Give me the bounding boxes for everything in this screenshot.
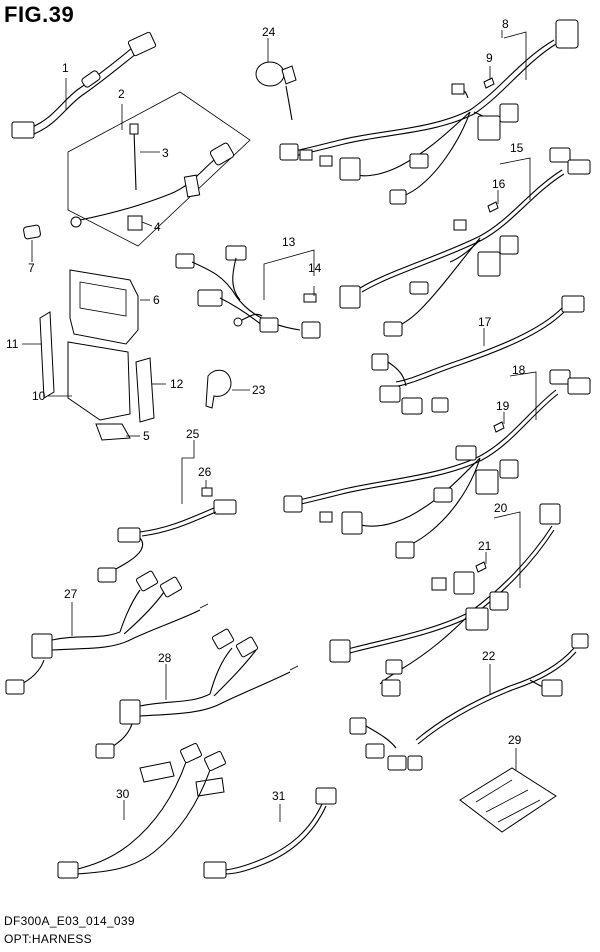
part-9-screw[interactable] (483, 77, 495, 89)
part-8-harness[interactable] (279, 19, 579, 205)
part-21-screw[interactable] (475, 561, 487, 573)
callout-5: 5 (143, 429, 150, 443)
callout-10: 10 (32, 389, 46, 403)
callout-9: 9 (486, 51, 493, 65)
part-5-pad[interactable] (95, 423, 131, 441)
callout-4: 4 (154, 220, 161, 234)
part-6-cover[interactable] (69, 269, 139, 345)
part-2-ground-lead[interactable] (70, 142, 235, 228)
part-15-harness[interactable] (339, 147, 591, 337)
callout-13: 13 (282, 235, 296, 249)
part-7-cap[interactable] (23, 224, 41, 240)
part-31-harness[interactable] (203, 787, 337, 879)
callout-3: 3 (162, 146, 169, 160)
callout-6: 6 (153, 293, 160, 307)
callout-26: 26 (198, 465, 212, 479)
callout-19: 19 (496, 399, 510, 413)
callout-2: 2 (118, 87, 125, 101)
part-26-clip[interactable] (201, 487, 213, 497)
part-19-screw[interactable] (493, 421, 505, 433)
callout-12: 12 (170, 377, 184, 391)
figure-code: DF300A_E03_014_039 (4, 914, 135, 928)
part-11-bracket[interactable] (39, 311, 55, 399)
callout-14: 14 (308, 261, 322, 275)
callout-8: 8 (502, 17, 509, 31)
callout-16: 16 (492, 177, 506, 191)
part-3-band-tie[interactable] (129, 123, 139, 191)
part-10-module[interactable] (67, 341, 131, 421)
callout-23: 23 (252, 383, 266, 397)
part-20-harness[interactable] (329, 503, 561, 697)
callout-28: 28 (158, 651, 172, 665)
callout-22: 22 (482, 649, 496, 663)
part-30-harness[interactable] (57, 743, 226, 879)
part-16-screw[interactable] (487, 201, 499, 213)
part-25-harness[interactable] (97, 499, 237, 583)
part-27-harness[interactable] (5, 570, 209, 695)
callout-21: 21 (478, 539, 492, 553)
callout-31: 31 (272, 789, 286, 803)
part-17-harness[interactable] (371, 295, 585, 415)
callout-1: 1 (62, 61, 69, 75)
part-12-bracket[interactable] (135, 357, 155, 423)
part-29-bag[interactable] (459, 767, 557, 833)
callout-27: 27 (64, 587, 78, 601)
figure-title: FIG.39 (4, 2, 75, 27)
callout-15: 15 (510, 141, 524, 155)
callout-29: 29 (508, 733, 522, 747)
part-4-connector[interactable] (127, 215, 143, 231)
part-18-harness[interactable] (283, 369, 591, 559)
callout-18: 18 (512, 363, 526, 377)
figure-caption: OPT:HARNESS (4, 932, 92, 946)
part-23-clamp[interactable] (205, 369, 232, 409)
part-14-clip[interactable] (303, 293, 317, 303)
part-1-harness[interactable] (11, 31, 157, 139)
callout-17: 17 (478, 315, 492, 329)
callout-11: 11 (6, 337, 19, 351)
part-24-cap[interactable] (255, 61, 297, 121)
callout-7: 7 (28, 261, 35, 275)
part-22-harness[interactable] (349, 633, 589, 771)
callout-30: 30 (116, 787, 130, 801)
part-28-harness[interactable] (95, 628, 299, 759)
callout-20: 20 (494, 501, 508, 515)
callout-24: 24 (262, 25, 276, 39)
callout-25: 25 (186, 427, 200, 441)
part-13-harness[interactable] (175, 245, 321, 339)
